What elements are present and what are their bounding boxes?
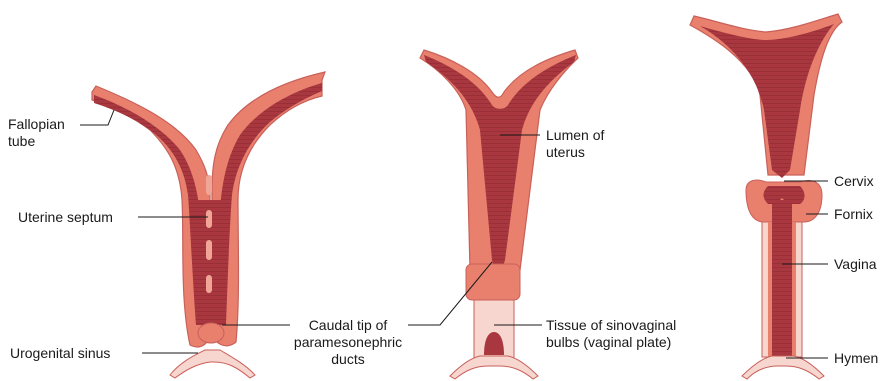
stage-3-mature-uterus bbox=[690, 14, 842, 379]
septum-remnant-1 bbox=[206, 175, 212, 195]
label-hymen: Hymen bbox=[834, 350, 878, 367]
label-caudal-tip: Caudal tip of paramesonephric ducts bbox=[285, 317, 411, 368]
fallopian-tube-leader bbox=[80, 110, 114, 125]
label-uterine-septum: Uterine septum bbox=[18, 209, 113, 226]
label-fornix: Fornix bbox=[834, 206, 873, 223]
septum-remnant-4 bbox=[206, 275, 212, 293]
septum-remnant-2 bbox=[206, 210, 212, 228]
sinovaginal-collar bbox=[466, 264, 520, 300]
label-tissue-sinovaginal-bulbs: Tissue of sinovaginal bulbs (vaginal pla… bbox=[546, 317, 676, 351]
label-lumen-of-uterus: Lumen of uterus bbox=[546, 127, 604, 161]
label-cervix: Cervix bbox=[834, 173, 874, 190]
label-fallopian-tube: Fallopian tube bbox=[8, 116, 65, 150]
hymen-base bbox=[742, 356, 824, 379]
vagina-lumen bbox=[772, 200, 792, 356]
caudal-tip-1 bbox=[198, 323, 224, 343]
label-urogenital-sinus: Urogenital sinus bbox=[10, 345, 110, 362]
sinus-base-2 bbox=[450, 356, 538, 379]
urogenital-sinus-shape bbox=[170, 350, 255, 378]
label-vagina: Vagina bbox=[834, 256, 877, 273]
septum-remnant-3 bbox=[206, 240, 212, 260]
